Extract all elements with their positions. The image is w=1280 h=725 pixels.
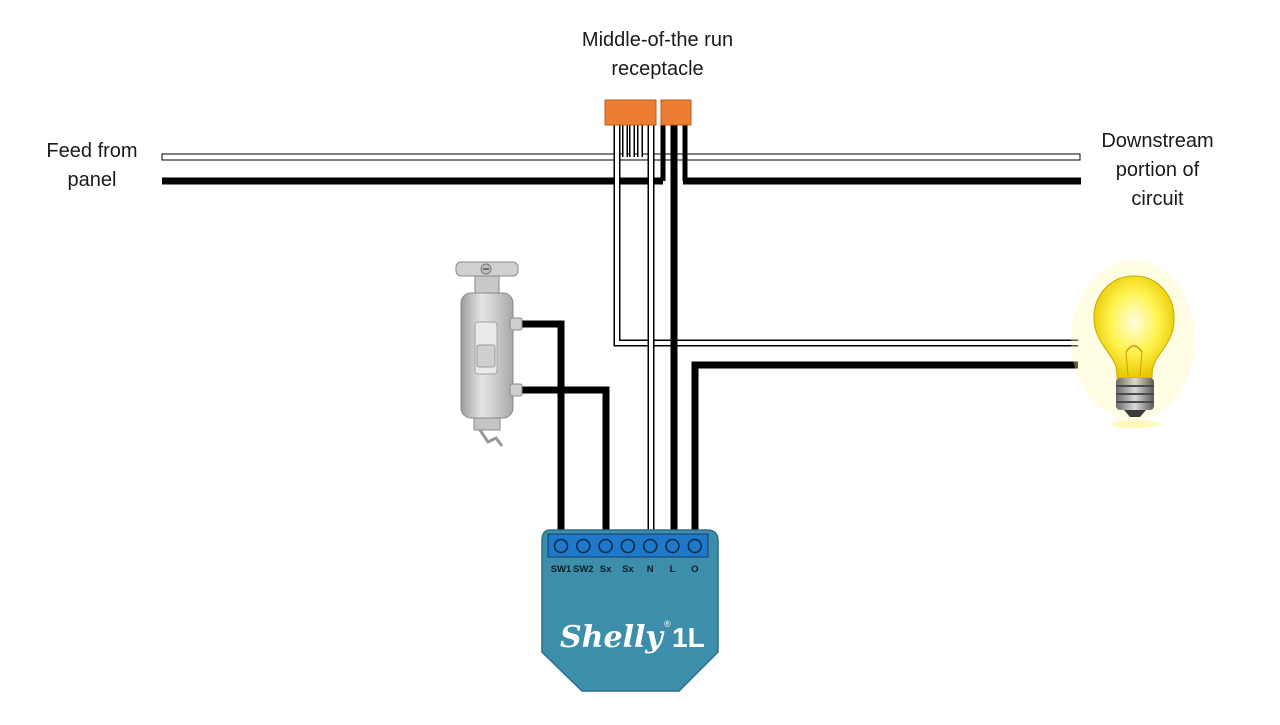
shelly-model-label: 1L [672, 622, 705, 653]
terminal-hole-sx [598, 538, 613, 554]
receptacle-label-line1: Middle-of-the run [581, 29, 734, 51]
feed-label: Feed from panel [22, 137, 162, 195]
downstream-label: Downstream portion of circuit [1080, 127, 1235, 214]
downstream-label-line1: Downstream [1101, 130, 1214, 152]
terminal-label-sw1: SW1 [551, 564, 572, 575]
terminal-label-sw2: SW2 [573, 564, 594, 575]
switch-leg-wires [520, 320, 610, 542]
downstream-label-line3: circuit [1131, 188, 1184, 210]
receptacle-hot-pigtails [660, 125, 688, 542]
receptacle-label: Middle-of-the run receptacle [540, 26, 775, 84]
downstream-label-line2: portion of [1115, 159, 1200, 181]
terminal-label-l: L [670, 564, 676, 575]
switched-output-wire [691, 361, 1078, 542]
terminal-hole-sw1 [553, 538, 569, 554]
terminal-label-sx: Sx [622, 564, 634, 575]
terminal-hole-n [642, 538, 658, 554]
feed-label-line2: panel [67, 169, 117, 191]
terminal-hole-sx [620, 538, 636, 554]
terminal-holes [553, 538, 703, 554]
wall-switch [455, 261, 523, 447]
feed-neutral-wire [161, 153, 1081, 161]
terminal-label-o: O [691, 564, 698, 575]
terminal-hole-sw2 [576, 538, 591, 554]
neutral-connector [604, 99, 657, 126]
terminal-label-n: N [647, 564, 654, 575]
light-bulb-icon [1071, 260, 1195, 428]
hot-connector [660, 99, 692, 126]
terminal-label-sx: Sx [600, 564, 612, 575]
receptacle-label-line2: receptacle [611, 58, 704, 80]
receptacle-neutral-pigtails [613, 125, 1078, 540]
feed-label-line1: Feed from [46, 140, 138, 162]
terminal-hole-o [687, 538, 703, 554]
shelly-registered-mark: ® [664, 619, 671, 629]
shelly-brand-logo: Shelly [560, 620, 665, 655]
terminal-hole-l [665, 538, 680, 554]
